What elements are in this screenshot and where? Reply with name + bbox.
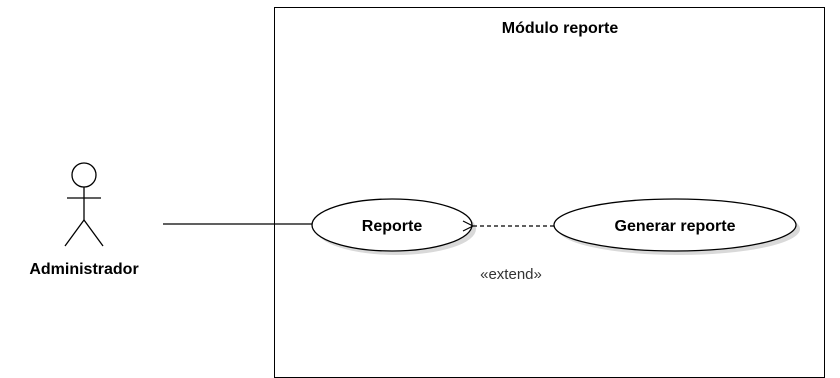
extend-relationship: «extend» (473, 226, 554, 283)
use-case-generar-reporte-shape (553, 198, 797, 252)
system-boundary-box (274, 7, 825, 378)
actor-stick-figure-icon (64, 162, 104, 247)
use-case-generar-reporte[interactable]: Generar reporte (553, 198, 800, 255)
extend-stereotype-label: «extend» (480, 266, 542, 283)
use-case-generar-reporte-label: Generar reporte (615, 218, 736, 235)
system-title: Módulo reporte (502, 20, 619, 37)
use-case-reporte-label: Reporte (362, 218, 423, 235)
use-case-reporte[interactable]: Reporte (311, 198, 476, 255)
actor-administrador: Administrador (29, 162, 139, 278)
actor-name: Administrador (29, 261, 138, 278)
system-boundary: Módulo reporte (274, 7, 825, 378)
